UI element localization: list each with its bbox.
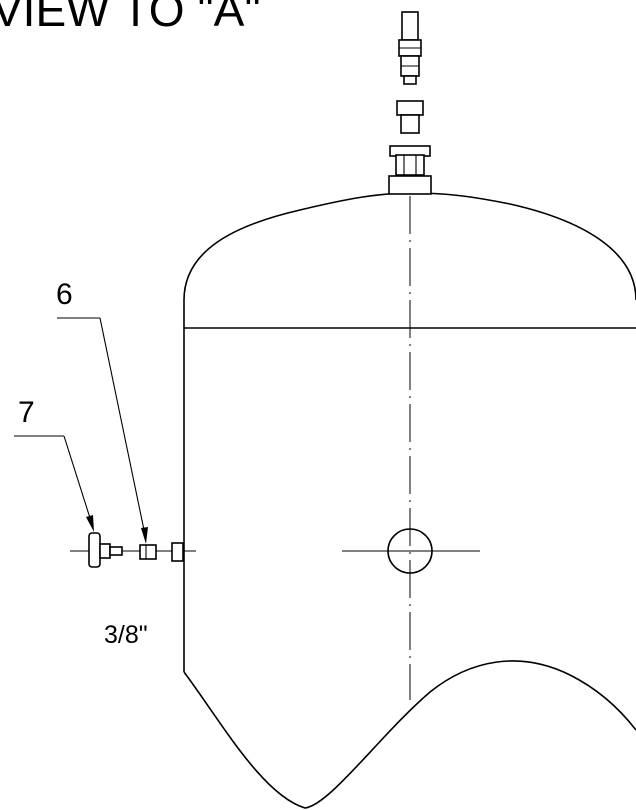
gauge-thread [109, 546, 123, 556]
part-6-fitting [139, 544, 157, 560]
callout-6-arrowhead [141, 527, 148, 544]
view-title: VIEW TO "A" [0, 0, 261, 36]
valve-tip [403, 75, 417, 85]
callout-number-6: 6 [56, 278, 73, 311]
middle-nut [396, 100, 424, 116]
gauge-stem [99, 543, 111, 559]
part-7-gauge [88, 532, 123, 568]
callout-6-leader [99, 317, 145, 531]
valve-body-upper [401, 11, 419, 41]
wall-boss [171, 542, 184, 562]
port-circle [387, 528, 433, 574]
thread-size-label: 3/8" [104, 621, 148, 649]
callout-number-7: 7 [18, 396, 35, 429]
fitting-body [139, 544, 157, 560]
top-boss [388, 175, 432, 195]
callout-7: 7 [14, 396, 94, 532]
top-valve-assembly [388, 11, 432, 195]
callout-6: 6 [56, 278, 148, 544]
middle-nipple [400, 114, 420, 134]
callout-7-arrowhead [86, 515, 94, 532]
large-nut [395, 154, 425, 176]
callout-7-leader [63, 435, 91, 519]
gauge-dial [88, 532, 101, 568]
centre-port [342, 528, 480, 574]
tank-bottom-outline [183, 660, 636, 809]
